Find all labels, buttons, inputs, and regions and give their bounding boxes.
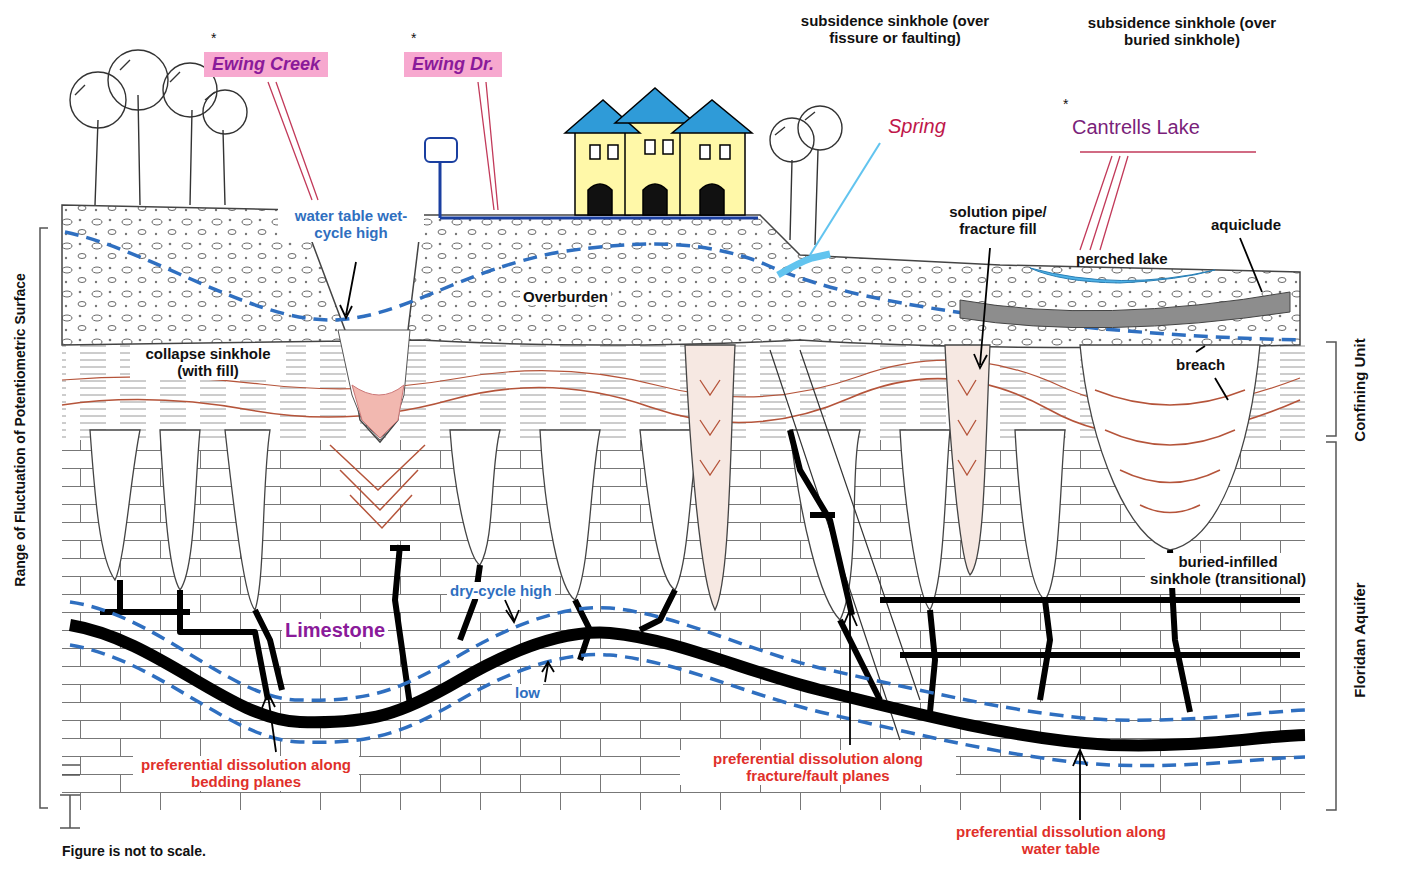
process-label: preferential dissolution along fracture/…	[680, 750, 956, 785]
place-name: Ewing Dr.	[412, 54, 494, 74]
note: Figure is not to scale.	[62, 843, 206, 859]
feature-label: subsidence sinkhole (over buried sinkhol…	[1072, 14, 1292, 49]
place-name-tag: Ewing Dr.	[404, 52, 502, 77]
layer-label: Limestone	[282, 619, 388, 642]
process-label: preferential dissolution along bedding p…	[133, 756, 359, 791]
feature-label: subsidence sinkhole (over fissure or fau…	[780, 12, 1010, 47]
place-name-tag: Ewing Creek	[204, 52, 328, 77]
process-label: preferential dissolution along water tab…	[943, 823, 1179, 858]
water-level-label: dry-cycle high	[447, 582, 555, 599]
place-name: Ewing Creek	[212, 54, 320, 74]
unit-label: Confining Unit	[1351, 338, 1368, 441]
layer-label: Overburden	[520, 288, 611, 305]
unit-label: Floridan Aquifer	[1351, 582, 1368, 697]
asterisk: *	[411, 30, 416, 46]
feature-label: collapse sinkhole (with fill)	[130, 345, 286, 380]
feature-label: solution pipe/ fracture fill	[930, 203, 1066, 238]
asterisk: *	[211, 30, 216, 46]
range-label: Range of Fluctuation of Potentiometric S…	[12, 273, 28, 586]
feature-label: buried-infilled sinkhole (transitional)	[1145, 553, 1311, 588]
feature-label: breach	[1173, 356, 1228, 373]
feature-label: perched lake	[1076, 250, 1168, 267]
place-name: Cantrells Lake	[1072, 116, 1200, 139]
water-level-label: low	[512, 684, 543, 701]
water-level-label: water table wet-cycle high	[278, 207, 424, 242]
asterisk: *	[1063, 96, 1068, 112]
feature-label: aquiclude	[1208, 216, 1284, 233]
feature-label: Spring	[888, 115, 946, 138]
